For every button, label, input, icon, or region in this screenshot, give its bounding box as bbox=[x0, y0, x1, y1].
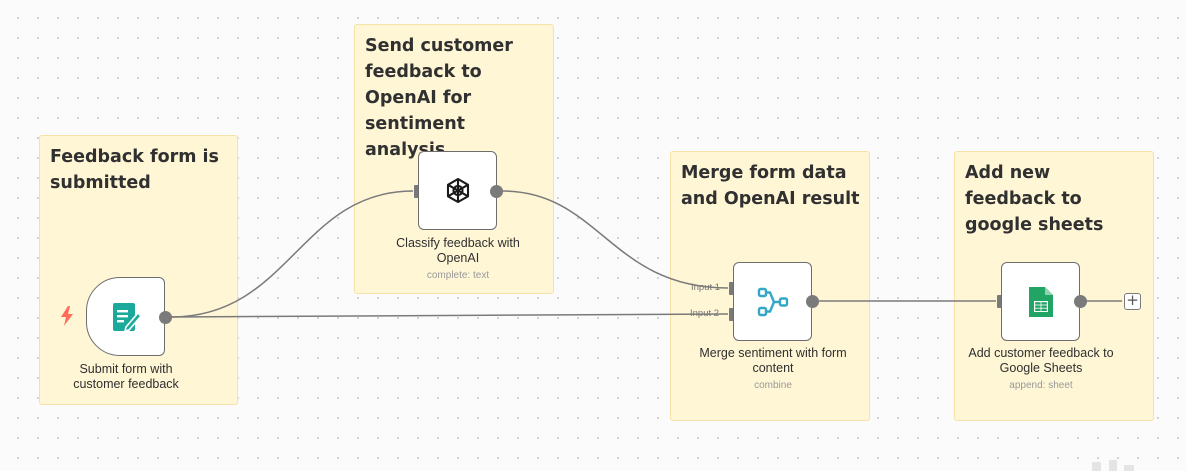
sticky-note-form-submitted[interactable]: Feedback form is submitted bbox=[39, 135, 238, 405]
add-node-button[interactable]: + bbox=[1124, 293, 1141, 310]
merge-input-1-label: Input 1 bbox=[691, 282, 721, 293]
sticky-note-send-openai[interactable]: Send customer feedback to OpenAI for sen… bbox=[354, 24, 554, 294]
merge-node[interactable] bbox=[733, 262, 812, 341]
connection-openai-to-merge[interactable] bbox=[501, 190, 729, 289]
google-sheets-icon bbox=[1028, 286, 1053, 317]
merge-output-handle[interactable] bbox=[806, 295, 819, 308]
sticky-note-title: Merge form data and OpenAI result bbox=[681, 163, 860, 209]
merge-label: Merge sentiment with form content bbox=[699, 346, 847, 375]
form-icon bbox=[112, 302, 142, 332]
openai-icon bbox=[446, 177, 469, 203]
openai-input-handle[interactable] bbox=[414, 185, 421, 198]
sheets-subtitle: append: sheet bbox=[1009, 380, 1073, 391]
sheets-input-handle[interactable] bbox=[997, 295, 1004, 308]
connection-trigger-to-openai[interactable] bbox=[170, 190, 414, 318]
sheets-output-handle[interactable] bbox=[1074, 295, 1087, 308]
merge-subtitle: combine bbox=[754, 380, 792, 391]
openai-output-handle[interactable] bbox=[490, 185, 503, 198]
merge-input-2-label: Input 2 bbox=[690, 308, 720, 319]
merge-input-1-handle[interactable] bbox=[729, 282, 736, 295]
watermark-fragment bbox=[1092, 460, 1134, 471]
form-trigger-label: Submit form with customer feedback bbox=[73, 362, 179, 391]
openai-node[interactable] bbox=[418, 151, 497, 230]
openai-label: Classify feedback with OpenAI bbox=[396, 236, 520, 265]
connection-trigger-to-merge[interactable] bbox=[170, 313, 729, 318]
merge-input-2-handle[interactable] bbox=[729, 308, 736, 321]
openai-subtitle: complete: text bbox=[426, 270, 490, 281]
sticky-note-title: Add new feedback to google sheets bbox=[965, 163, 1104, 235]
lightning-bolt-icon bbox=[61, 306, 73, 326]
form-trigger-node[interactable] bbox=[86, 277, 165, 356]
merge-icon bbox=[757, 287, 788, 316]
sheets-node[interactable] bbox=[1001, 262, 1080, 341]
sticky-note-title: Feedback form is submitted bbox=[50, 147, 219, 193]
sheets-label: Add customer feedback to Google Sheets bbox=[968, 346, 1114, 375]
form-trigger-output-handle[interactable] bbox=[159, 311, 172, 324]
